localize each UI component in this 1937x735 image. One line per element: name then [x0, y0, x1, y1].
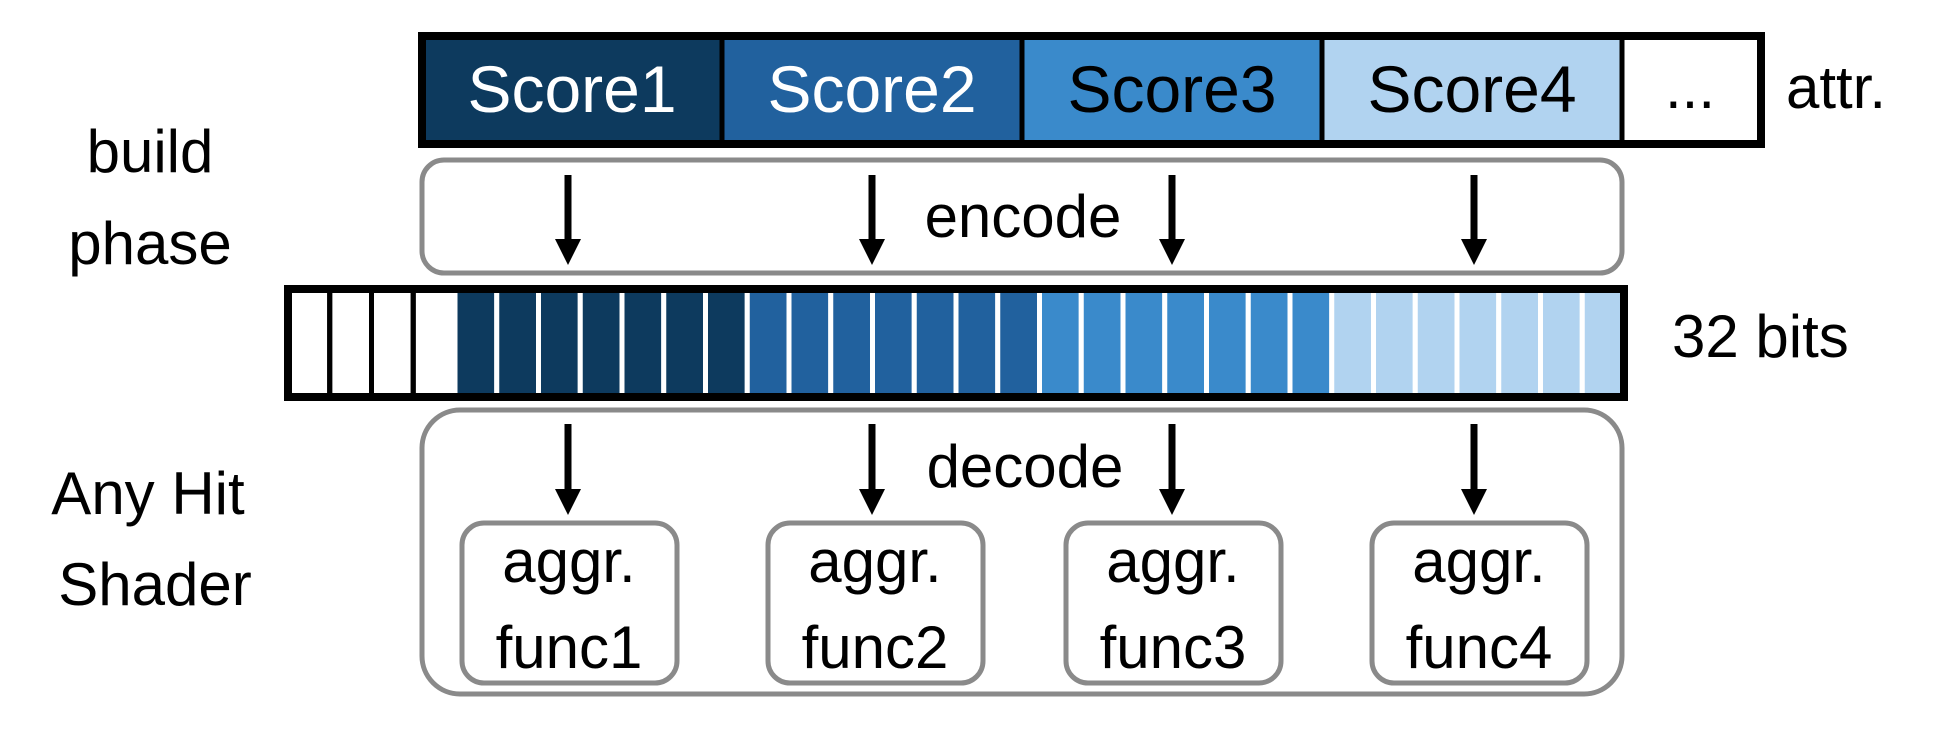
- aggregation-functions: aggr. func1 aggr. func2 aggr. func3 aggr. func4: [459, 520, 1590, 686]
- arrows: [555, 175, 1487, 515]
- decode-arrow-4: [1461, 424, 1487, 515]
- score-label-1: Score1: [467, 52, 676, 126]
- aggr-func-box-2: aggr. func2: [765, 520, 986, 686]
- bit-cell: [1162, 286, 1209, 400]
- aggr-func-line1: aggr.: [1412, 528, 1545, 595]
- bit-cell: [1579, 286, 1627, 400]
- any-hit-shader-label-line2: Shader: [58, 551, 251, 618]
- bit-cell: [327, 286, 374, 400]
- bit-cell: [1245, 286, 1293, 400]
- bit-cell: [786, 286, 834, 400]
- build-phase-label-line2: phase: [68, 210, 231, 277]
- bit-cell: [1496, 286, 1543, 400]
- bit-cell: [285, 286, 333, 400]
- bit-cell: [911, 286, 959, 400]
- bit-cell: [494, 286, 541, 400]
- bit-cell: [1078, 286, 1126, 400]
- aggr-func-box-4: aggr. func4: [1369, 520, 1590, 686]
- score-cell-2: [719, 33, 1025, 147]
- bit-cell: [1287, 286, 1335, 400]
- score-label-3: Score3: [1067, 52, 1276, 126]
- aggr-func-box-1: aggr. func1: [459, 520, 680, 686]
- score-label-2: Score2: [767, 52, 976, 126]
- encode-arrow-2: [859, 175, 885, 265]
- bit-cell: [1204, 286, 1251, 400]
- bit-field-outline: [284, 285, 1628, 401]
- bit-cell: [1120, 286, 1168, 400]
- decode-box: [419, 407, 1625, 697]
- encode-box: [419, 157, 1625, 276]
- bit-cell: [744, 286, 792, 400]
- decode-arrow-3: [1159, 424, 1185, 515]
- attribute-row-outline: [418, 32, 1765, 148]
- bit-cell: [828, 286, 875, 400]
- bit-cell: [703, 286, 750, 400]
- bit-cell: [1329, 286, 1376, 400]
- attr-label: attr.: [1786, 54, 1886, 121]
- bits-label: 32 bits: [1672, 303, 1849, 370]
- bit-cell: [619, 286, 667, 400]
- aggr-func-line2: func1: [496, 614, 643, 681]
- bit-cell: [1371, 286, 1418, 400]
- bit-cell: [1454, 286, 1502, 400]
- decode-label: decode: [927, 433, 1124, 500]
- aggr-func-line1: aggr.: [1106, 528, 1239, 595]
- aggr-func-line1: aggr.: [502, 528, 635, 595]
- encode-arrow-4: [1461, 175, 1487, 265]
- bit-cell: [577, 286, 625, 400]
- aggr-func-line2: func4: [1406, 614, 1553, 681]
- bit-cell: [995, 286, 1042, 400]
- bit-cell: [1538, 286, 1585, 400]
- ellipsis-label: ...: [1665, 54, 1715, 121]
- encode-label: encode: [925, 183, 1122, 250]
- aggr-func-line2: func2: [802, 614, 949, 681]
- bit-cell: [452, 286, 500, 400]
- bit-cell: [536, 286, 583, 400]
- aggr-func-box-3: aggr. func3: [1063, 520, 1284, 686]
- bit-field-row: [284, 285, 1628, 401]
- encode-arrow-1: [555, 175, 581, 265]
- any-hit-shader-label-line1: Any Hit: [51, 460, 245, 527]
- bit-cell: [369, 286, 416, 400]
- build-phase-label-line1: build: [87, 118, 214, 185]
- aggr-func-line2: func3: [1100, 614, 1247, 681]
- attribute-row: Score1 Score2 Score3 Score4: [419, 33, 1764, 147]
- bit-cell: [410, 286, 458, 400]
- bit-cell: [953, 286, 1001, 400]
- bit-cell: [1037, 286, 1084, 400]
- bit-cell: [661, 286, 708, 400]
- bit-cell: [1412, 286, 1460, 400]
- score-label-4: Score4: [1367, 52, 1576, 126]
- bit-cell: [870, 286, 917, 400]
- decode-arrow-1: [555, 424, 581, 515]
- aggr-func-line1: aggr.: [808, 528, 941, 595]
- decode-arrow-2: [859, 424, 885, 515]
- encode-arrow-3: [1159, 175, 1185, 265]
